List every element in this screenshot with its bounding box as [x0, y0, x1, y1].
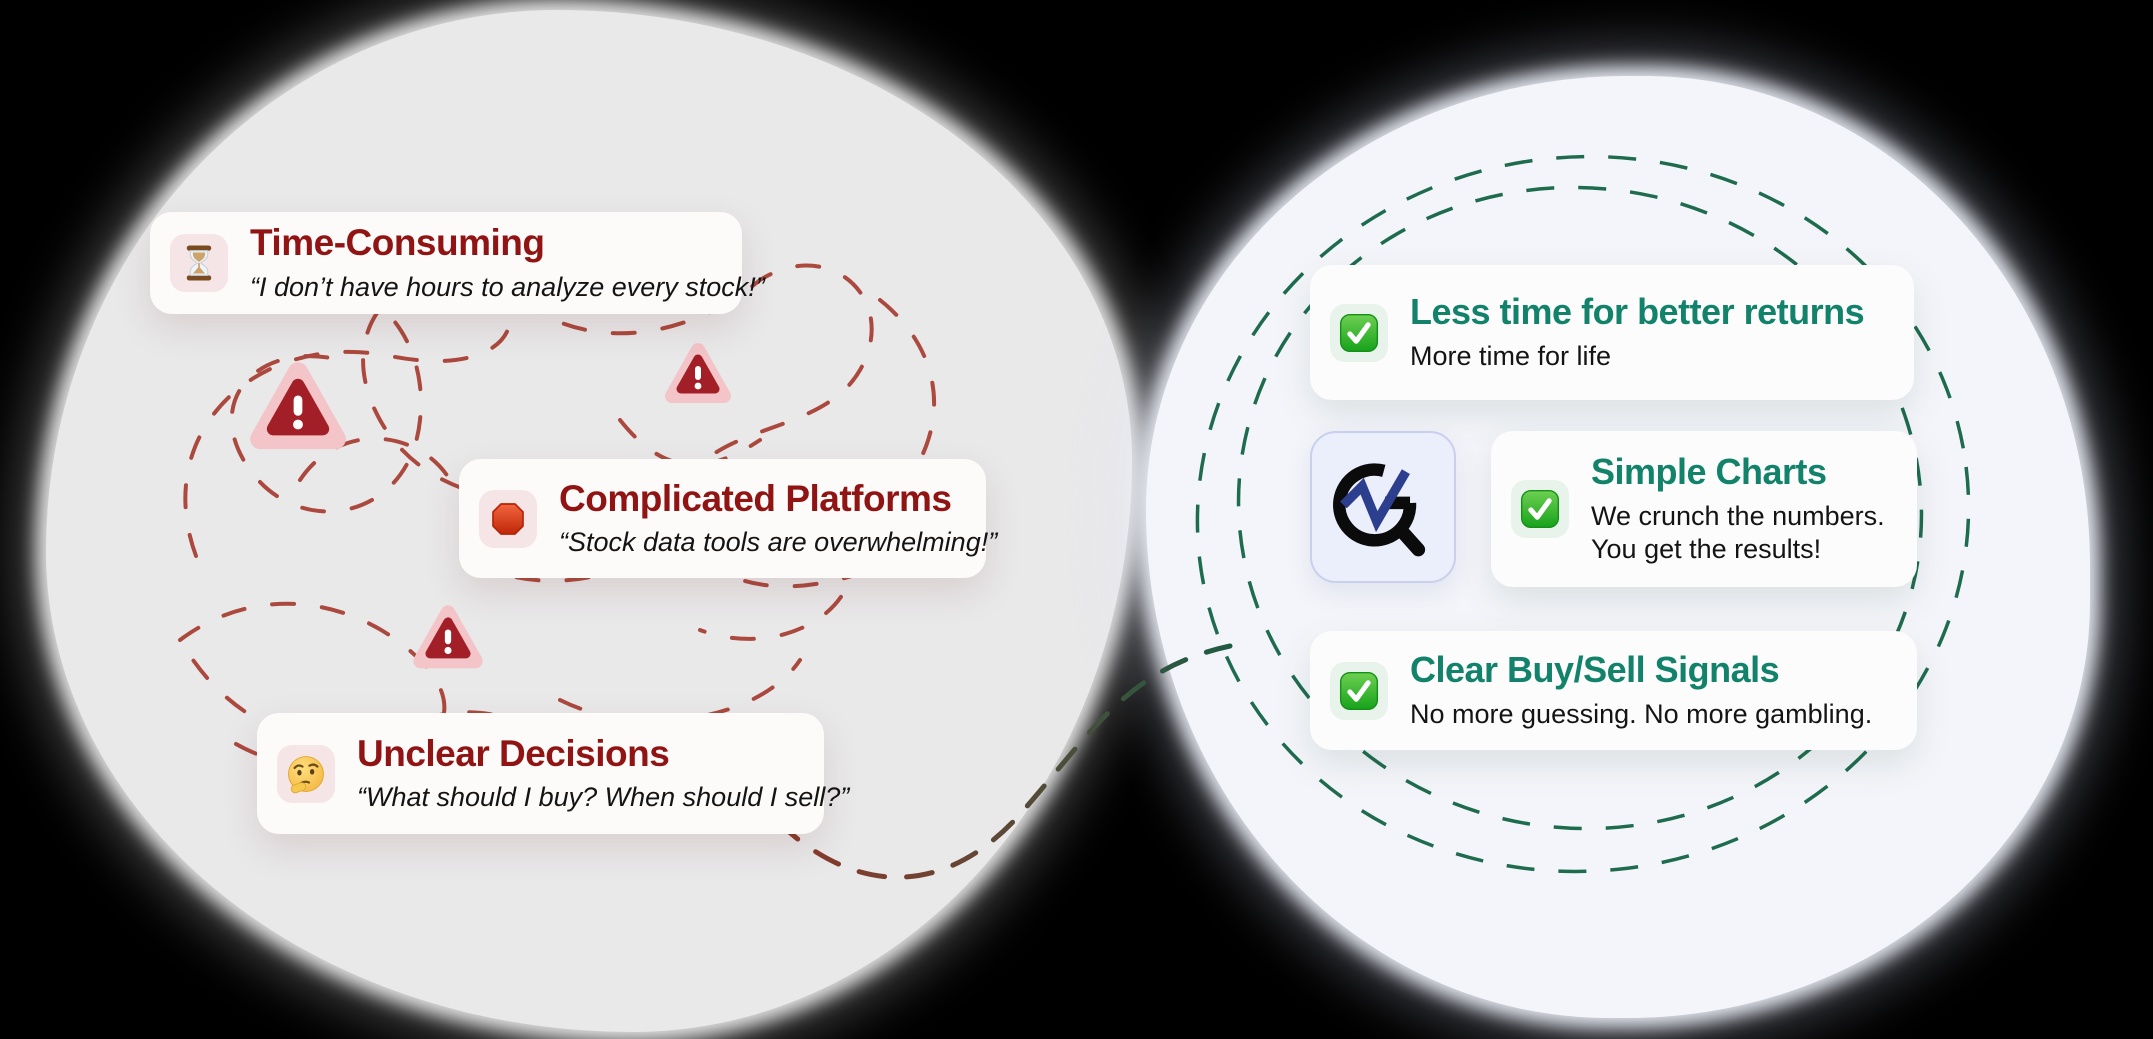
problem-card-time-consuming: Time-Consuming “I don’t have hours to an…: [150, 212, 765, 314]
hourglass-icon: [170, 234, 228, 292]
problem-card-quote: “I don’t have hours to analyze every sto…: [250, 271, 765, 302]
solution-card-less-time: Less time for better returns More time f…: [1310, 265, 1914, 400]
checkbox-icon: [1511, 480, 1569, 538]
solution-card-clear-signals: Clear Buy/Sell Signals No more guessing.…: [1310, 631, 1917, 750]
solution-card-description: More time for life: [1410, 340, 1612, 371]
checkbox-icon: [1330, 303, 1388, 362]
problem-card-title: Unclear Decisions: [357, 732, 670, 774]
stop-sign-icon: [479, 489, 537, 548]
solution-card-description: We crunch the numbers. You get the resul…: [1591, 500, 1885, 566]
solution-card-title: Simple Charts: [1591, 451, 1827, 493]
magnifier-chart-logo: [1310, 431, 1456, 583]
checkbox-icon: [1330, 661, 1388, 720]
problem-card-complicated-platforms: Complicated Platforms “Stock data tools …: [459, 459, 997, 578]
description-line: You get the results!: [1591, 533, 1822, 564]
thinking-face-icon: [277, 744, 335, 803]
problem-card-unclear-decisions: Unclear Decisions “What should I buy? Wh…: [257, 713, 849, 834]
description-line: We crunch the numbers.: [1591, 500, 1885, 531]
problem-card-title: Complicated Platforms: [559, 477, 952, 519]
solution-card-title: Clear Buy/Sell Signals: [1410, 649, 1780, 691]
problem-card-quote: “Stock data tools are overwhelming!”: [559, 527, 998, 558]
solution-card-description: No more guessing. No more gambling.: [1410, 698, 1873, 729]
problem-card-title: Time-Consuming: [250, 222, 545, 264]
solution-card-title: Less time for better returns: [1410, 291, 1865, 333]
solution-card-simple-charts: Simple Charts We crunch the numbers. You…: [1491, 431, 1917, 587]
problem-card-quote: “What should I buy? When should I sell?”: [357, 782, 850, 813]
